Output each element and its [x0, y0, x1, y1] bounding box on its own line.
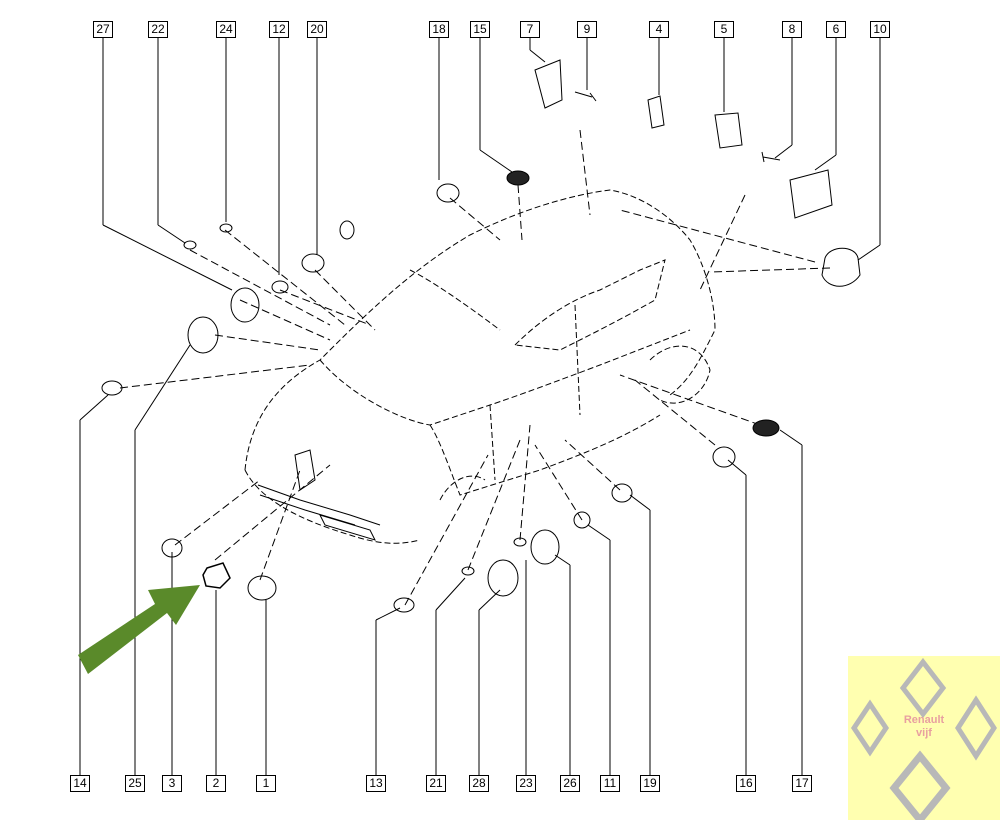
ref-label-27: 27	[93, 21, 113, 38]
grommet-part-12	[271, 280, 289, 294]
leader-lines-bottom	[79, 344, 803, 775]
cap-part-1	[247, 575, 277, 601]
grommet-part-20	[301, 253, 325, 273]
ref-label-25: 25	[125, 775, 145, 792]
ref-label-14: 14	[70, 775, 90, 792]
screw-part-9	[574, 91, 597, 102]
watermark-line2: vijf	[916, 727, 932, 739]
ref-label-13: 13	[366, 775, 386, 792]
renault-diamond-logo	[850, 657, 997, 820]
grommet-part-11	[573, 511, 591, 529]
screw-part-8	[761, 151, 781, 163]
ref-label-9: 9	[577, 21, 597, 38]
clip-part-5	[714, 112, 743, 149]
highlight-arrow	[78, 585, 200, 674]
ref-label-15: 15	[470, 21, 490, 38]
grommet-part-16	[712, 446, 736, 468]
grommet-part-19	[611, 483, 633, 503]
clip-part-10	[821, 247, 861, 287]
ref-label-2: 2	[206, 775, 226, 792]
ref-label-23: 23	[516, 775, 536, 792]
ref-label-26: 26	[560, 775, 580, 792]
clip-part-13	[393, 597, 415, 613]
ref-label-6: 6	[826, 21, 846, 38]
clip-part-3	[161, 538, 183, 558]
clip-part-14	[101, 380, 123, 396]
plug-part-17	[752, 419, 780, 437]
ref-label-12: 12	[269, 21, 289, 38]
watermark-line1: Renault	[903, 714, 945, 726]
ref-label-19: 19	[640, 775, 660, 792]
watermark-text: Renault vijf	[848, 714, 1000, 740]
ref-label-5: 5	[714, 21, 734, 38]
grommet-part-18	[436, 183, 460, 203]
plug-part-26	[530, 529, 560, 565]
bracket-part-7	[534, 59, 563, 109]
ref-label-18: 18	[429, 21, 449, 38]
ref-label-3: 3	[162, 775, 182, 792]
vehicle-outline	[244, 189, 716, 544]
grommet-part-20b	[339, 220, 355, 240]
clip-part-24	[219, 223, 233, 233]
front-grille	[257, 449, 381, 541]
clip-part-23	[513, 537, 527, 547]
ref-label-22: 22	[148, 21, 168, 38]
clip-part-22	[183, 240, 197, 250]
plug-part-25	[187, 316, 219, 354]
ref-label-17: 17	[792, 775, 812, 792]
nut-part-2	[202, 562, 231, 589]
ref-label-16: 16	[736, 775, 756, 792]
ref-label-7: 7	[520, 21, 540, 38]
clip-part-21	[461, 566, 475, 576]
ref-label-28: 28	[469, 775, 489, 792]
parts	[101, 59, 861, 613]
watermark-logo-panel: Renault vijf	[848, 656, 1000, 820]
grommet-part-27	[230, 287, 260, 323]
plug-part-28	[487, 559, 519, 597]
ref-label-4: 4	[649, 21, 669, 38]
ref-label-21: 21	[426, 775, 446, 792]
ref-label-8: 8	[782, 21, 802, 38]
bracket-part-6	[789, 169, 833, 219]
leader-lines-top	[102, 38, 881, 291]
ref-label-24: 24	[216, 21, 236, 38]
clip-part-4	[647, 95, 665, 129]
pointer-lines	[119, 129, 831, 606]
ref-label-11: 11	[600, 775, 620, 792]
plug-part-15	[506, 170, 530, 186]
ref-label-20: 20	[307, 21, 327, 38]
ref-label-1: 1	[256, 775, 276, 792]
ref-label-10: 10	[870, 21, 890, 38]
